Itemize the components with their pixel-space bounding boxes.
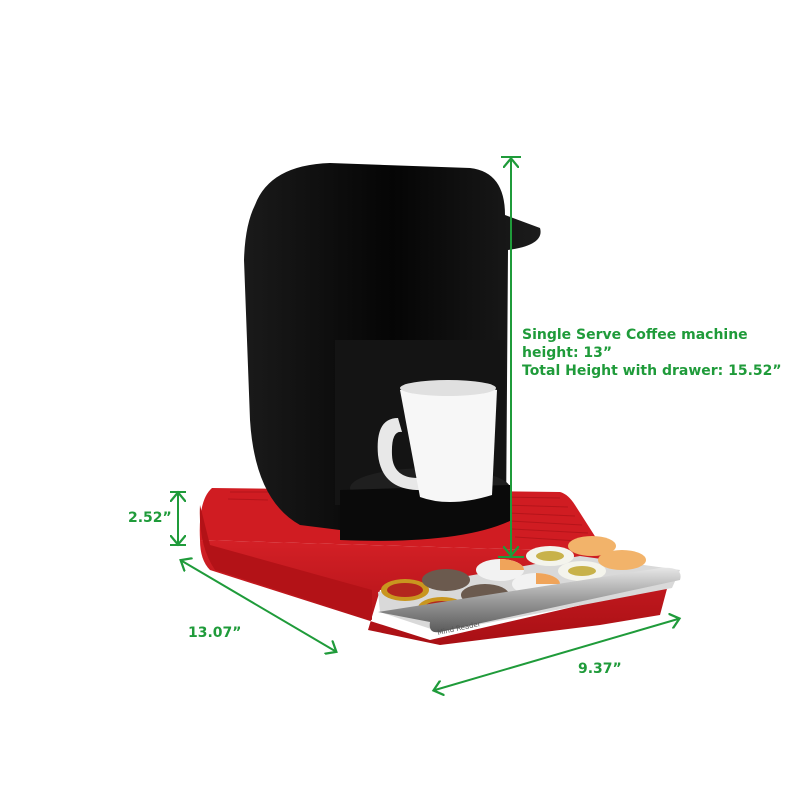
- drawer-height-label: 2.52”: [128, 510, 172, 526]
- coffee-machine: [244, 163, 541, 541]
- total-height-label: Total Height with drawer: 15.52”: [522, 363, 782, 379]
- depth-label: 13.07”: [188, 625, 242, 641]
- pod: [476, 559, 524, 581]
- pod: [568, 536, 616, 556]
- pod: [526, 546, 574, 566]
- pod: [422, 569, 470, 591]
- machine-height-label-line2: height: 13”: [522, 345, 613, 361]
- pod: [381, 579, 429, 601]
- pod: [558, 561, 606, 581]
- dimension-lines: [170, 156, 678, 690]
- width-label: 9.37”: [578, 661, 622, 677]
- pod: [598, 550, 646, 570]
- depth-arrow: [182, 561, 335, 651]
- machine-height-label-line1: Single Serve Coffee machine: [522, 327, 748, 343]
- width-arrow: [435, 619, 678, 690]
- white-mug: [377, 380, 497, 503]
